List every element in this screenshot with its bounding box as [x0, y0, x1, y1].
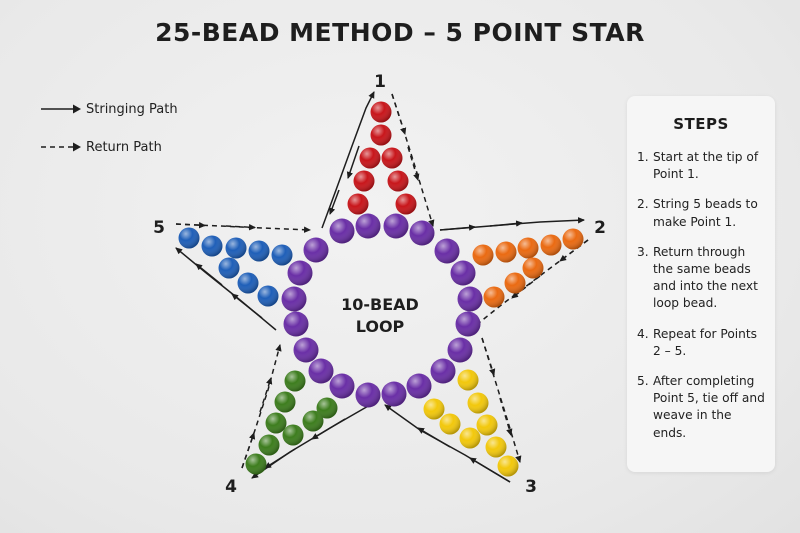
bead-point-2-shine	[522, 257, 544, 279]
bead-loop-shine	[293, 337, 319, 363]
bead-loop-shine	[430, 358, 456, 384]
step-number: 3.	[637, 244, 649, 259]
step-number: 4.	[637, 326, 649, 341]
bead-point-2-shine	[540, 234, 562, 256]
bead-point-5-shine	[225, 237, 247, 259]
bead-loop-shine	[434, 238, 460, 264]
dashed-arrow-icon	[41, 142, 81, 152]
bead-point-3-shine	[459, 427, 481, 449]
step-item: 5. After completing Point 5, tie off and …	[637, 373, 767, 442]
step-text: String 5 beads to make Point 1.	[653, 197, 758, 229]
bead-loop-shine	[281, 286, 307, 312]
bead-point-1-shine	[347, 193, 369, 215]
bead-point-1-shine	[387, 170, 409, 192]
point-label-4: 4	[225, 477, 237, 497]
bead-point-2-shine	[504, 272, 526, 294]
bead-point-5-shine	[257, 285, 279, 307]
bead-point-3-shine	[423, 398, 445, 420]
bead-point-4-shine	[265, 412, 287, 434]
step-item: 1. Start at the tip of Point 1.	[637, 149, 767, 183]
bead-point-2-shine	[472, 244, 494, 266]
step-text: Return through the same beads and into t…	[653, 244, 758, 311]
step-text: Repeat for Points 2 – 5.	[653, 326, 758, 358]
steps-title: STEPS	[673, 115, 729, 133]
point-label-3: 3	[525, 477, 537, 497]
bead-loop-shine	[450, 260, 476, 286]
bead-loop-shine	[447, 337, 473, 363]
bead-point-3-shine	[457, 369, 479, 391]
step-item: 3. Return through the same beads and into…	[637, 244, 767, 313]
bead-point-3-shine	[467, 392, 489, 414]
step-number: 5.	[637, 374, 649, 389]
bead-loop-shine	[455, 311, 481, 337]
bead-point-3-shine	[439, 413, 461, 435]
bead-point-5-shine	[248, 240, 270, 262]
bead-point-2-shine	[495, 241, 517, 263]
bead-point-3-shine	[485, 436, 507, 458]
bead-loop-shine	[406, 373, 432, 399]
bead-point-5-shine	[218, 257, 240, 279]
steps-list: 1. Start at the tip of Point 1. 2. String …	[627, 149, 775, 442]
bead-loop-shine	[308, 358, 334, 384]
legend-stringing: Stringing Path	[40, 98, 178, 120]
step-text: Start at the tip of Point 1.	[653, 150, 759, 182]
bead-loop-shine	[355, 382, 381, 408]
bead-point-5-shine	[178, 227, 200, 249]
bead-point-3-shine	[497, 455, 519, 477]
legend: Stringing Path Return Path	[40, 98, 178, 174]
bead-point-1-shine	[395, 193, 417, 215]
bead-point-4-shine	[316, 397, 338, 419]
bead-loop-shine	[303, 237, 329, 263]
bead-loop-shine	[283, 311, 309, 337]
bead-point-1-shine	[359, 147, 381, 169]
step-number: 1.	[637, 150, 649, 164]
bead-loop-shine	[287, 260, 313, 286]
bead-point-5-shine	[271, 244, 293, 266]
legend-stringing-label: Stringing Path	[86, 101, 178, 117]
bead-loop-shine	[355, 213, 381, 239]
point-label-5: 5	[153, 218, 165, 238]
step-number: 2.	[637, 197, 649, 212]
bead-point-4-shine	[258, 434, 280, 456]
center-loop-label: 10-BEAD LOOP	[320, 294, 440, 338]
bead-point-5-shine	[201, 235, 223, 257]
bead-point-4-shine	[274, 391, 296, 413]
legend-return-label: Return Path	[86, 139, 162, 155]
thread-paths	[175, 91, 589, 483]
bead-point-4-shine	[302, 410, 324, 432]
bead-point-1-shine	[370, 124, 392, 146]
solid-arrow-icon	[41, 104, 81, 114]
center-label-line2: LOOP	[355, 317, 405, 336]
step-item: 2. String 5 beads to make Point 1.	[637, 196, 767, 230]
bead-point-4-shine	[245, 453, 267, 475]
step-item: 4. Repeat for Points 2 – 5.	[637, 326, 767, 360]
bead-point-3-shine	[476, 414, 498, 436]
bead-point-2-shine	[517, 237, 539, 259]
bead-point-1-shine	[353, 170, 375, 192]
center-label-line1: 10-BEAD	[341, 295, 419, 314]
bead-point-4-shine	[282, 424, 304, 446]
bead-point-2-shine	[483, 286, 505, 308]
bead-loop-shine	[329, 373, 355, 399]
step-text: After completing Point 5, tie off and we…	[653, 374, 765, 440]
bead-loop-shine	[329, 218, 355, 244]
point-label-2: 2	[594, 218, 606, 238]
point-label-1: 1	[374, 72, 386, 92]
bead-point-5-shine	[237, 272, 259, 294]
legend-return: Return Path	[40, 136, 178, 158]
bead-point-1-shine	[381, 147, 403, 169]
steps-panel: STEPS 1. Start at the tip of Point 1. 2. S…	[627, 96, 775, 472]
bead-loop-shine	[381, 381, 407, 407]
bead-point-4-shine	[284, 370, 306, 392]
beads	[178, 101, 584, 477]
bead-point-1-shine	[370, 101, 392, 123]
page-title: 25-BEAD METHOD – 5 POINT STAR	[155, 18, 645, 47]
bead-point-2-shine	[562, 228, 584, 250]
bead-loop-shine	[383, 213, 409, 239]
bead-loop-shine	[409, 220, 435, 246]
bead-loop-shine	[457, 286, 483, 312]
